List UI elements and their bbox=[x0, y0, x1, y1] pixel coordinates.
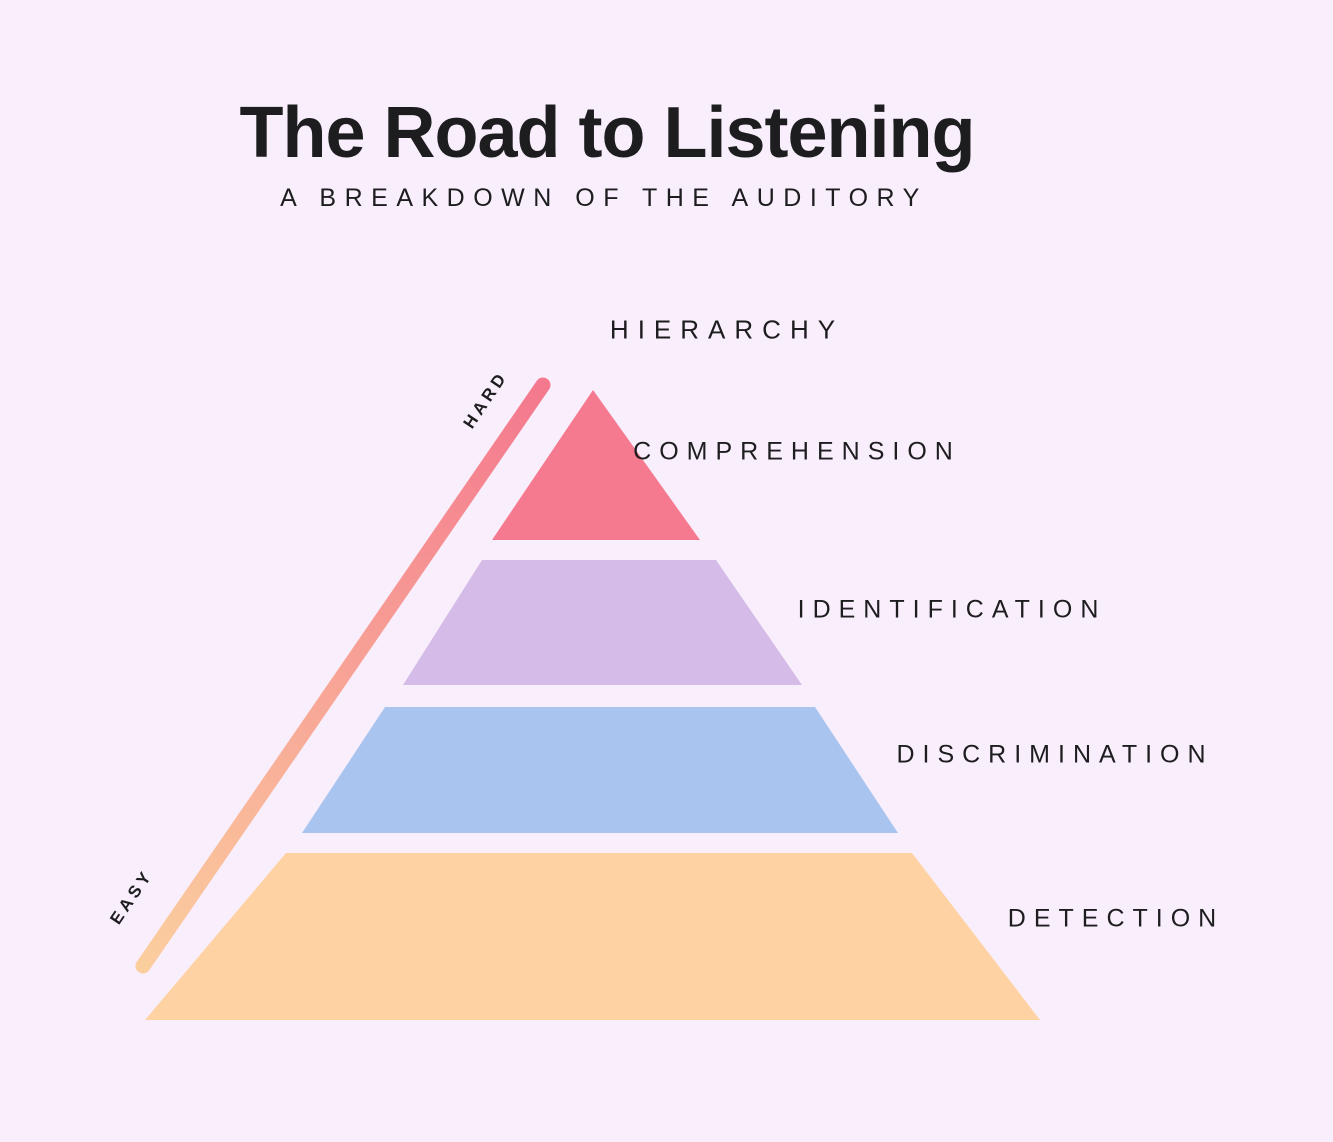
hierarchy-label: HIERARCHY bbox=[609, 314, 845, 345]
level-label-identification: IDENTIFICATION bbox=[797, 595, 1107, 624]
level-label-detection: DETECTION bbox=[1007, 904, 1225, 933]
level-discrimination-shape bbox=[302, 707, 898, 833]
page-subtitle: A BREAKDOWN OF THE AUDITORY bbox=[280, 184, 928, 212]
page-title: The Road to Listening bbox=[239, 93, 976, 173]
difficulty-axis-line bbox=[135, 377, 551, 974]
level-label-comprehension: COMPREHENSION bbox=[633, 437, 961, 466]
level-detection-shape bbox=[145, 853, 1040, 1020]
level-comprehension-shape bbox=[492, 390, 700, 540]
level-label-discrimination: DISCRIMINATION bbox=[896, 740, 1214, 769]
level-identification-shape bbox=[403, 560, 802, 685]
